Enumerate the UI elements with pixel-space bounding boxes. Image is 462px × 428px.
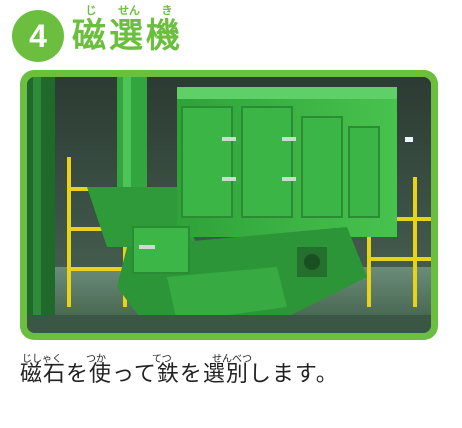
step-number-badge: 4 — [12, 10, 64, 62]
caption-ruby-sort: せんべつ — [212, 354, 252, 365]
photo-frame — [20, 70, 438, 340]
title-ruby-sen: せん — [118, 4, 140, 17]
caption-ruby-iron: てつ — [152, 354, 172, 365]
caption-ruby-use: つか — [86, 354, 106, 365]
title-ruby-ji: じ — [85, 4, 97, 17]
title-ruby: じ せん き — [72, 2, 186, 18]
page-title: 磁選機 — [72, 16, 183, 56]
machine-photo — [27, 77, 431, 333]
caption-ruby-magnet: じしゃく — [22, 354, 62, 365]
magnetic-separator-illustration — [27, 77, 431, 333]
step-number: 4 — [29, 17, 47, 54]
title-ruby-ki: き — [161, 4, 173, 17]
caption-text: 磁石を使って鉄を選別します。 — [20, 362, 339, 387]
caption-ruby: じしゃく つか てつ せんべつ — [20, 350, 320, 365]
